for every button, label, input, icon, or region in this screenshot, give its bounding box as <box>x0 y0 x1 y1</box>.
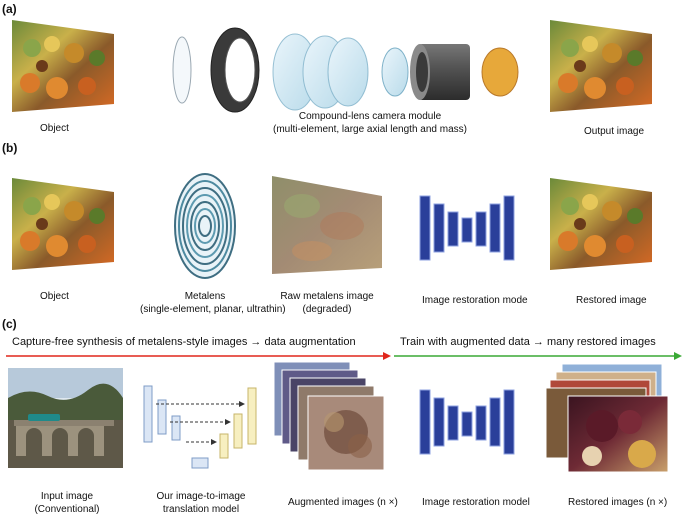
decoder-block-3 <box>247 387 257 445</box>
glass-lens-4 <box>381 47 409 97</box>
red-arrow <box>6 352 391 360</box>
flat-window-element <box>172 36 192 104</box>
object-image-a <box>12 20 114 112</box>
module-label-line-1: Compound-lens camera module <box>298 111 442 122</box>
input-label-line-2: (Conventional) <box>34 504 100 515</box>
restoration-network-c <box>419 389 515 455</box>
input-image <box>8 368 123 468</box>
metalens-disc <box>174 173 236 279</box>
raw-metalens-image <box>272 176 382 274</box>
lens-barrel <box>418 44 470 100</box>
restored-label-b: Restored image <box>576 295 647 306</box>
restored-images-stack <box>545 363 669 473</box>
module-label-a: Compound-lens camera module (multi-eleme… <box>260 110 480 136</box>
module-label-line-2: (multi-element, large axial length and m… <box>273 124 467 135</box>
encoder-block-3 <box>171 415 181 441</box>
green-arrow <box>394 352 682 360</box>
model-label-line-1: Our image-to-image <box>156 491 246 502</box>
augmented-images-stack <box>273 361 385 471</box>
object-image-b <box>12 178 114 270</box>
metalens-label-line-1: Metalens <box>184 291 226 302</box>
restored-label-c: Restored images (n ×) <box>568 497 668 508</box>
raw-image-label-line-2: (degraded) <box>302 304 352 315</box>
translation-model <box>143 385 257 469</box>
decoder-block-2 <box>233 413 243 449</box>
object-label-b: Object <box>40 291 69 302</box>
output-image-a <box>550 20 652 112</box>
input-label-line-1: Input image <box>40 491 94 502</box>
restoration-label-b: Image restoration mode <box>422 295 528 306</box>
raw-image-label-line-1: Raw metalens image <box>280 291 374 302</box>
panel-a-tag: (a) <box>2 2 17 16</box>
compound-lens-module <box>172 27 519 113</box>
metalens-label: Metalens (single-element, planar, ultrat… <box>140 290 286 316</box>
object-label-a: Object <box>40 123 69 134</box>
raw-image-label: Raw metalens image (degraded) <box>272 290 382 316</box>
encoder-block-1 <box>143 385 153 443</box>
metalens-label-line-2: (single-element, planar, ultrathin) <box>140 304 286 315</box>
augmented-label: Augmented images (n ×) <box>288 497 398 508</box>
banner-right: Train with augmented data → many restore… <box>400 336 656 348</box>
restoration-network-b <box>419 195 515 261</box>
model-label: Our image-to-image translation model <box>136 490 266 516</box>
panel-c-tag: (c) <box>2 317 17 331</box>
output-label-a: Output image <box>584 126 645 137</box>
decoder-block-1 <box>219 433 229 459</box>
restoration-label-c: Image restoration model <box>422 497 530 508</box>
glass-lens-3 <box>327 37 369 107</box>
restored-image-b <box>550 178 652 270</box>
encoder-block-2 <box>157 399 167 435</box>
sensor-disc <box>481 47 519 97</box>
bottleneck-block <box>191 457 209 469</box>
panel-b-tag: (b) <box>2 141 18 155</box>
model-label-line-2: translation model <box>162 504 240 515</box>
input-label: Input image (Conventional) <box>22 490 112 516</box>
banner-left: Capture-free synthesis of metalens-style… <box>12 336 356 348</box>
